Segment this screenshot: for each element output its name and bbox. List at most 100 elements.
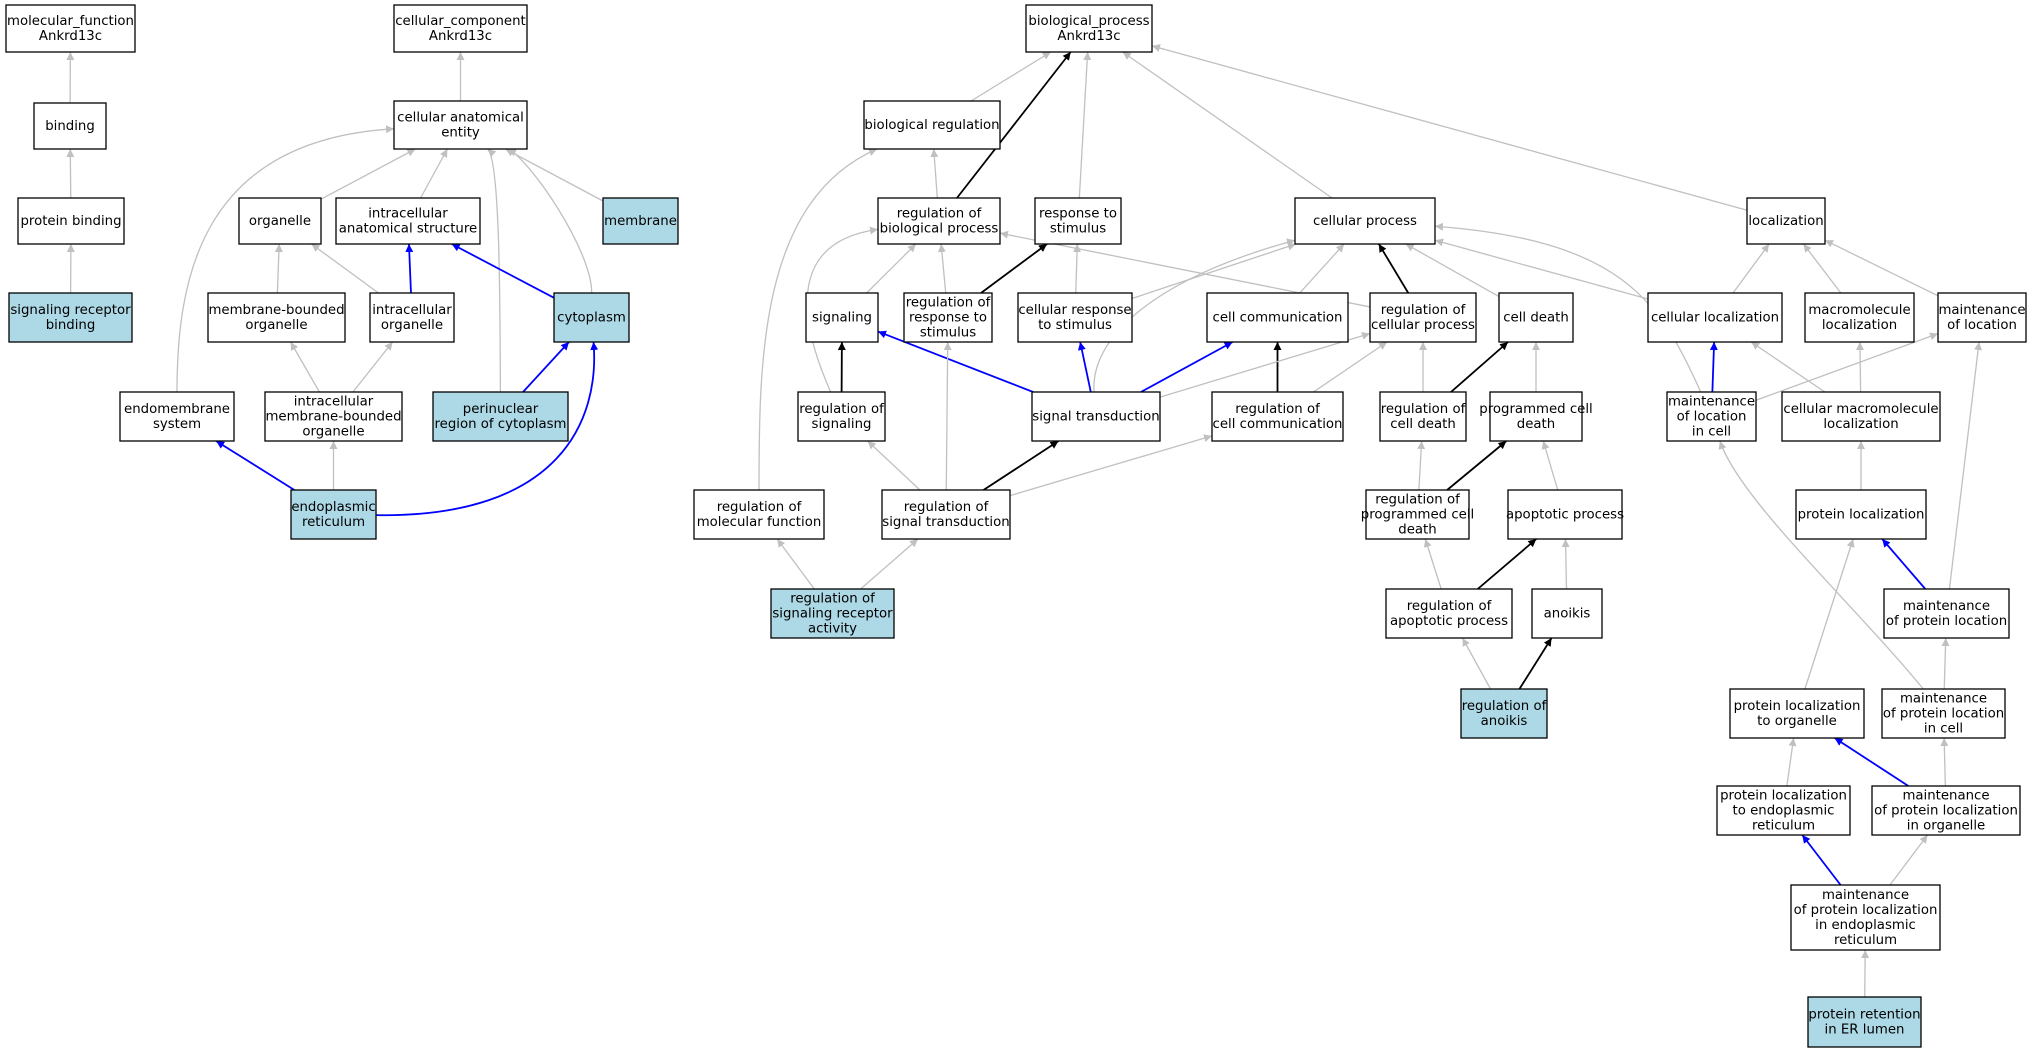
edge-cell-loc-to-localization bbox=[1732, 243, 1770, 294]
node-box bbox=[903, 292, 993, 343]
node-label: endomembrane bbox=[124, 402, 230, 417]
node-box bbox=[693, 489, 825, 540]
node-label: intracellular bbox=[372, 303, 452, 318]
edge-bio-reg-to-bp bbox=[970, 51, 1052, 102]
node-box bbox=[1804, 292, 1915, 343]
edge-membrane-to-cae bbox=[505, 148, 604, 202]
edge-reg-mf-to-bio-reg bbox=[758, 148, 878, 491]
node-box bbox=[1385, 588, 1513, 639]
edge-cell-macro-loc-to-cell-loc bbox=[1750, 341, 1826, 393]
node-label: localization bbox=[1823, 417, 1898, 432]
node-label: maintenance bbox=[1903, 599, 1990, 614]
node-box bbox=[17, 197, 125, 245]
node-label: membrane-bounded bbox=[265, 410, 401, 425]
node-label: stimulus bbox=[1050, 222, 1106, 237]
node-label: biological_process bbox=[1028, 14, 1149, 29]
node-label: molecular function bbox=[697, 515, 822, 530]
node-label: apoptotic process bbox=[1506, 508, 1624, 523]
edge-maint-loc-cell-to-cell-loc bbox=[1709, 341, 1718, 393]
node-label: programmed cell bbox=[1479, 402, 1592, 417]
node-label: of location bbox=[1947, 318, 2017, 333]
node-box bbox=[1666, 391, 1757, 442]
node-label: regulation of bbox=[897, 207, 982, 222]
node-box bbox=[1489, 391, 1583, 442]
node-anoikis: anoikis bbox=[1531, 588, 1603, 639]
node-label: signal transduction bbox=[882, 515, 1009, 530]
node-box bbox=[33, 102, 107, 150]
edge-reg-pcd-to-pcd bbox=[1446, 440, 1507, 491]
node-label: organelle bbox=[302, 425, 364, 440]
edge-cytoplasm-to-cae bbox=[507, 148, 593, 294]
edge-prot-loc-org-to-prot-loc bbox=[1804, 538, 1855, 690]
edge-reg-cell-death-to-cell-death bbox=[1450, 341, 1509, 393]
node-label: reticulum bbox=[302, 515, 365, 530]
node-box bbox=[1206, 292, 1349, 343]
node-label: cellular localization bbox=[1651, 311, 1779, 326]
edge-reg-apop-to-reg-pcd bbox=[1423, 538, 1442, 590]
node-box bbox=[1031, 391, 1161, 442]
node-label: apoptotic process bbox=[1390, 614, 1508, 629]
node-box bbox=[1507, 489, 1623, 540]
edge-er-to-endomembrane bbox=[215, 440, 295, 491]
edge-endomembrane-to-cae bbox=[176, 125, 395, 393]
node-label: cellular response bbox=[1018, 303, 1131, 318]
node-signaling: signaling bbox=[805, 292, 879, 343]
node-label: organelle bbox=[245, 318, 307, 333]
node-label: protein localization bbox=[1720, 789, 1847, 804]
node-box bbox=[5, 4, 136, 53]
node-box bbox=[805, 292, 879, 343]
edge-reg-bp-to-bp bbox=[956, 51, 1072, 199]
node-label: entity bbox=[441, 126, 480, 141]
node-label: anoikis bbox=[1481, 714, 1528, 729]
node-box bbox=[393, 4, 528, 53]
node-label: signaling bbox=[812, 417, 872, 432]
node-box bbox=[1807, 996, 1922, 1048]
node-label: maintenance bbox=[1900, 692, 1987, 707]
edge-maint-loc-cell-to-cell-proc bbox=[1434, 222, 1702, 393]
node-label: cytoplasm bbox=[557, 311, 626, 326]
edge-maint-prot-loc-org-to-maint-prot-loc-cell bbox=[1940, 737, 1949, 787]
node-label: regulation of bbox=[1375, 493, 1460, 508]
edge-signaling-to-reg-bp bbox=[866, 243, 917, 294]
node-label: organelle bbox=[381, 318, 443, 333]
edge-reg-signaling-to-reg-bp bbox=[806, 226, 879, 393]
edge-anoikis-to-apoptotic bbox=[1561, 538, 1570, 590]
node-label: binding bbox=[45, 119, 95, 134]
node-organelle: organelle bbox=[238, 197, 322, 245]
edge-localization-to-bp bbox=[1151, 44, 1748, 211]
node-box bbox=[238, 197, 322, 245]
node-label: response to bbox=[909, 311, 987, 326]
edge-perinuclear-to-cytoplasm bbox=[522, 341, 570, 393]
node-box bbox=[335, 197, 481, 245]
node-label: of protein location bbox=[1883, 707, 2004, 722]
edge-reg-anoikis-to-anoikis bbox=[1518, 637, 1553, 690]
node-bio-reg: biological regulation bbox=[863, 100, 1001, 150]
node-label: protein localization bbox=[1798, 508, 1925, 523]
node-label: Ankrd13c bbox=[429, 29, 492, 44]
node-box bbox=[369, 292, 455, 343]
edge-maint-prot-loc-to-prot-loc bbox=[1881, 538, 1927, 590]
edge-imbo-to-mbo bbox=[290, 341, 320, 393]
node-box bbox=[797, 391, 886, 442]
node-label: protein binding bbox=[20, 214, 121, 229]
edge-io-to-ias bbox=[405, 243, 414, 294]
